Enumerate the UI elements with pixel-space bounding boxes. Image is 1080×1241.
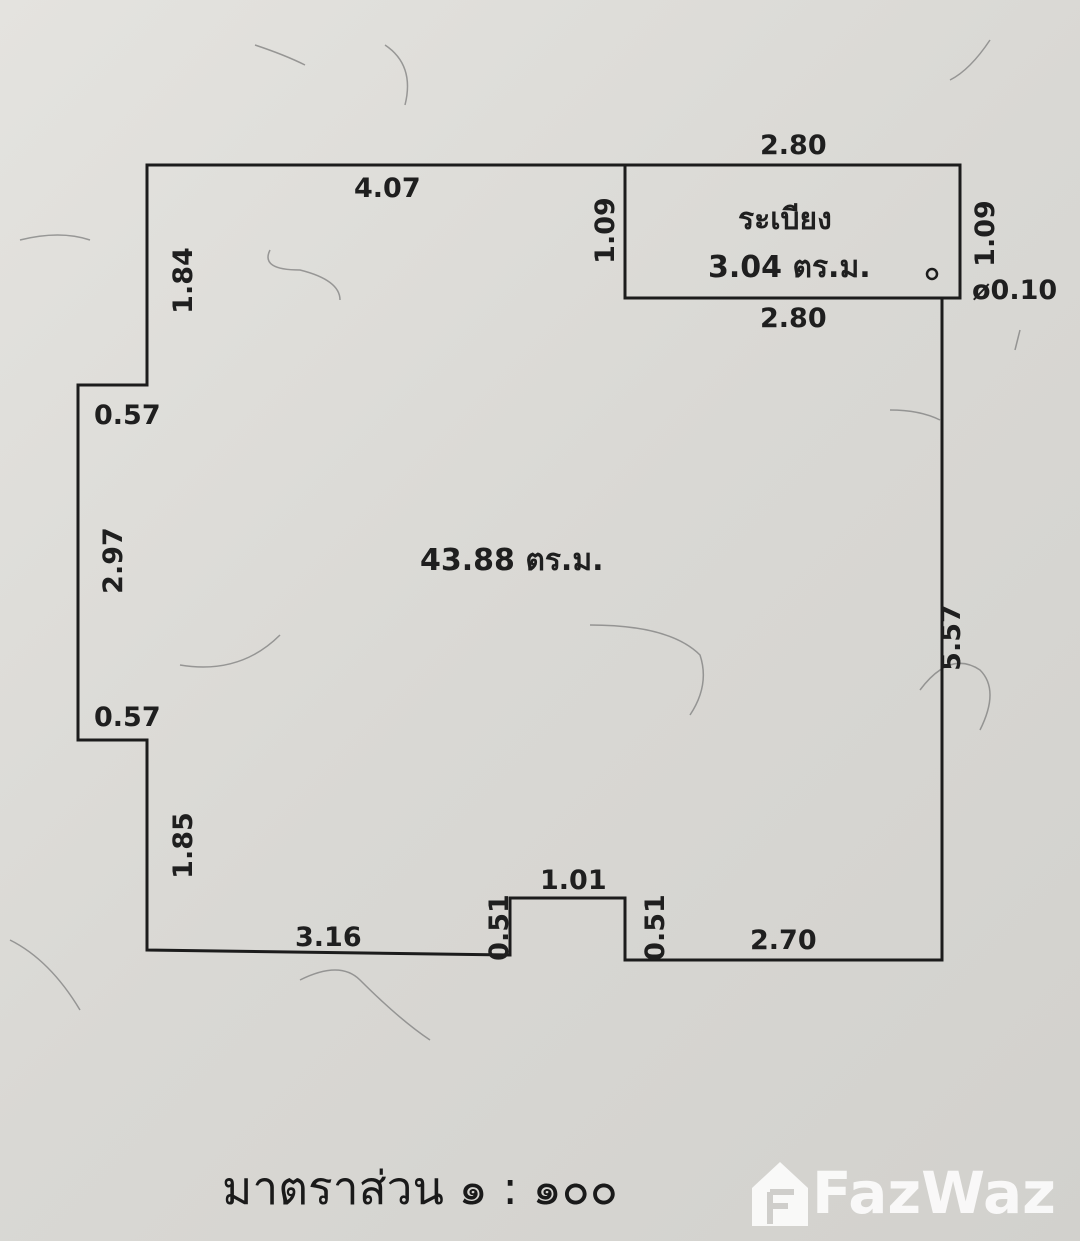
main-area: 43.88 ตร.ม. (420, 543, 604, 578)
dim-balcony-left: 1.09 (589, 197, 621, 264)
dim-balcony-top: 2.80 (760, 130, 827, 161)
dim-bottom-right: 2.70 (750, 925, 817, 956)
dim-door-left: 0.51 (483, 894, 515, 961)
pipe-symbol (925, 267, 939, 281)
walls (76, 163, 962, 962)
dim-left-lower: 1.85 (167, 812, 199, 879)
fazwaz-watermark: FazWaz (748, 1158, 1056, 1228)
watermark-text: FazWaz (812, 1159, 1056, 1227)
dim-pipe: ø0.10 (972, 275, 1058, 306)
balcony-label: ระเบียง (738, 202, 832, 237)
dim-balcony-right: 1.09 (969, 200, 1001, 267)
pen-scribbles (9, 39, 1021, 1041)
dim-left-upper: 1.84 (167, 247, 199, 314)
dim-left-step-bottom: 0.57 (94, 702, 161, 733)
dim-left-middle: 2.97 (97, 527, 129, 594)
dim-door-right: 0.51 (639, 894, 671, 961)
house-logo-icon (752, 1162, 808, 1226)
balcony-area: 3.04 ตร.ม. (708, 250, 871, 285)
scale-label: มาตราส่วน ๑ : ๑๐๐ (222, 1161, 618, 1215)
dim-balcony-bottom: 2.80 (760, 303, 827, 334)
dim-top-wall: 4.07 (354, 173, 421, 204)
dim-right-wall: 5.57 (935, 604, 967, 671)
dim-door-width: 1.01 (540, 865, 607, 896)
dim-bottom-left: 3.16 (295, 922, 362, 953)
dim-left-step-top: 0.57 (94, 400, 161, 431)
